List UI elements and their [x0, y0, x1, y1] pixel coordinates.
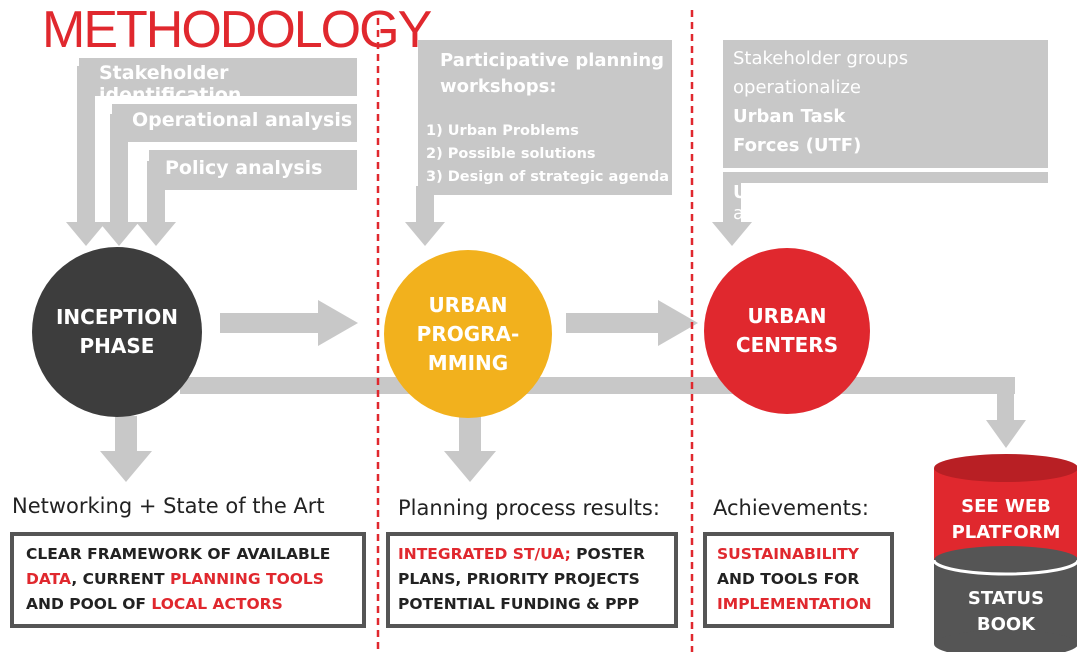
- workshops-list: 1) Urban Problems 2) Possible solutions …: [418, 100, 672, 189]
- database-top-label: SEE WEB PLATFORM: [951, 496, 1061, 543]
- workshops-heading: Participative planning workshops:: [440, 50, 665, 97]
- workshop-item: 1) Urban Problems: [426, 123, 579, 139]
- result-box-planning: INTEGRATED ST/UA; POSTER PLANS, PRIORITY…: [386, 532, 678, 628]
- urban-centers-circle: URBAN CENTERS: [704, 248, 870, 414]
- utf-text: Stakeholder groups operationalize Urban …: [733, 48, 909, 156]
- diagram-title: METHODOLOGY: [42, 1, 432, 59]
- result-title-networking: Networking + State of the Art: [12, 494, 325, 518]
- input-label: Stakeholder identification: [99, 62, 242, 106]
- urban-programming-circle: URBAN PROGRA- MMING: [384, 250, 552, 418]
- uc-text: Urban Centers (4 UC) are set up: [723, 168, 1048, 224]
- result-title-achievements: Achievements:: [713, 496, 869, 520]
- result-box-networking: CLEAR FRAMEWORK OF AVAILABLE DATA, CURRE…: [10, 532, 366, 628]
- database-bottom-label: STATUS BOOK: [967, 588, 1045, 635]
- workshops-box: Participative planning workshops: 1) Urb…: [418, 40, 672, 195]
- input-policy-analysis: Policy analysis: [149, 150, 357, 190]
- input-label: Operational analysis: [132, 109, 353, 131]
- result-box-achievements: SUSTAINABILITY AND TOOLS FOR IMPLEMENTAT…: [703, 532, 894, 628]
- inception-phase-circle: INCEPTION PHASE: [32, 247, 202, 417]
- input-label: Policy analysis: [165, 157, 323, 179]
- result-title-planning: Planning process results:: [398, 496, 660, 520]
- workshop-item: 2) Possible solutions: [426, 146, 596, 162]
- workshop-item: 3) Design of strategic agenda: [426, 169, 670, 185]
- input-operational-analysis: Operational analysis: [112, 104, 357, 142]
- input-stakeholder-identification: Stakeholder identification: [79, 58, 357, 106]
- centers-inputs-box: Stakeholder groups operationalize Urban …: [723, 40, 1048, 224]
